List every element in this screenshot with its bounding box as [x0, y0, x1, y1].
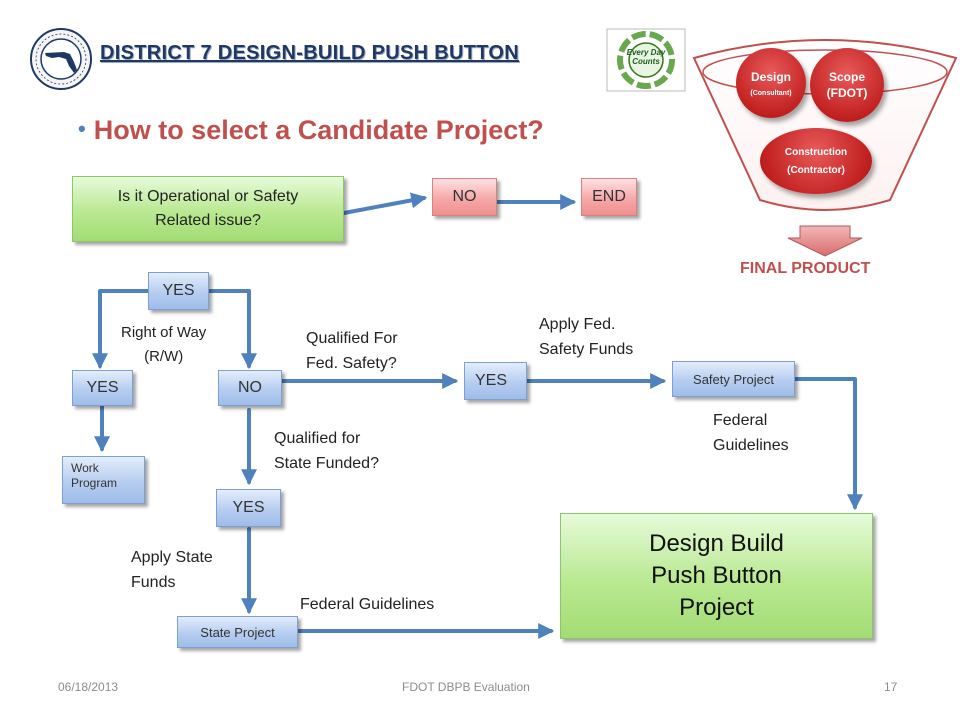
- state-project-box: State Project: [177, 616, 298, 648]
- slide-subtitle: •How to select a Candidate Project?: [78, 115, 544, 145]
- design-build-push-button-project-box: Design Build Push Button Project: [560, 513, 873, 639]
- construction-circle: Construction (Contractor): [760, 128, 872, 194]
- yes-box-left: YES: [72, 370, 133, 406]
- no-box-top: NO: [432, 178, 497, 216]
- edc-logo-text: Every Day Counts: [626, 48, 666, 66]
- apply-fed-safety-funds-label: Apply Fed. Safety Funds: [539, 316, 634, 358]
- end-box: END: [581, 178, 637, 216]
- qualified-state-funded-label: Qualified for State Funded?: [274, 430, 379, 472]
- fdot-seal-logo: [30, 28, 92, 90]
- work-program-box: Work Program: [62, 456, 145, 504]
- footer-center-text: FDOT DBPB Evaluation: [402, 680, 530, 694]
- arrow-q1-to-no: [342, 192, 428, 215]
- yes-box-fed: YES: [464, 362, 527, 400]
- footer-page-number: 17: [884, 680, 898, 694]
- yes-box-state: YES: [216, 489, 281, 527]
- federal-guidelines-right-label: Federal Guidelines: [713, 412, 789, 454]
- design-circle: Design (Consultant): [736, 48, 806, 118]
- qualified-fed-safety-label: Qualified For Fed. Safety?: [306, 330, 398, 372]
- arrow-yes-to-left: [92, 289, 150, 370]
- right-of-way-label: Right of Way (R/W): [121, 324, 207, 365]
- no-box-middle: NO: [218, 370, 282, 406]
- safety-project-box: Safety Project: [672, 361, 795, 397]
- scope-circle: Scope (FDOT): [810, 48, 884, 122]
- bullet-icon: •: [78, 116, 86, 141]
- apply-state-funds-label: Apply State Funds: [131, 549, 213, 591]
- yes-box-top: YES: [148, 272, 209, 310]
- arrow-safety-to-dbpb: [793, 377, 863, 511]
- federal-guidelines-bottom-label: Federal Guidelines: [300, 596, 435, 613]
- every-day-counts-logo: [606, 28, 686, 92]
- footer-date: 06/18/2013: [58, 680, 119, 694]
- operational-safety-question-box: Is it Operational or Safety Related issu…: [72, 176, 344, 242]
- final-product-label: FINAL PRODUCT: [740, 260, 871, 277]
- arrow-yes-to-right: [207, 289, 257, 370]
- page-title: DISTRICT 7 DESIGN-BUILD PUSH BUTTON: [100, 42, 520, 64]
